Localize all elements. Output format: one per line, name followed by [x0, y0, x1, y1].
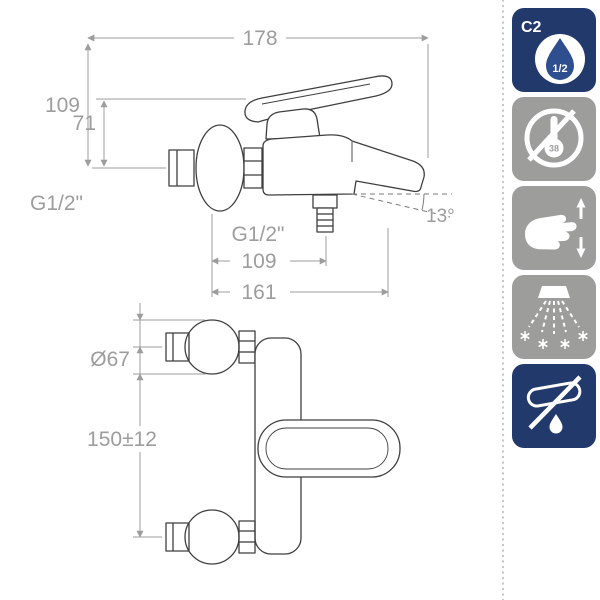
- c2-label: C2: [521, 19, 542, 36]
- hex-nut-bottom: [238, 520, 256, 554]
- dim-inlet-spacing: 150±12: [87, 428, 157, 451]
- dim-total-length: 178: [242, 27, 277, 50]
- spout-front: [257, 419, 401, 478]
- prohibition-slash-icon: [527, 109, 576, 162]
- label-outlet-thread: G1/2": [232, 223, 285, 246]
- limescale-snowflake-icons: [520, 331, 588, 349]
- feature-icon-c2-cartridge: C2 1/2: [512, 8, 596, 92]
- hex-nut-top: [238, 330, 256, 364]
- showerhead-icon: [538, 286, 570, 298]
- hand-icon: [525, 214, 577, 250]
- crossed-out-slash-icon: [528, 375, 582, 430]
- feature-icon-temperature-limiter: 38: [512, 97, 596, 181]
- side-view-parts: [168, 75, 425, 233]
- cartridge-dome: [265, 108, 321, 140]
- dim-flange-diameter: Ø67: [90, 348, 130, 371]
- dimension-lines: [84, 34, 429, 538]
- feature-icon-no-drip: [512, 364, 596, 448]
- outlet-collar: [312, 194, 338, 209]
- temp-38-label: 38: [549, 144, 559, 154]
- dim-spout-angle: 13°: [426, 206, 455, 227]
- faucet-body-spout: [262, 134, 425, 196]
- spout-front-inner: [265, 427, 389, 470]
- inlet-fitting-top: [165, 332, 190, 362]
- thermometer-bulb-icon: [544, 138, 564, 158]
- drip-drop-icon: [549, 414, 563, 434]
- wall-escutcheon: [195, 124, 245, 212]
- inlet-fitting: [168, 149, 195, 187]
- dim-spout-depth: 161: [241, 281, 276, 304]
- escutcheon-top: [184, 319, 240, 375]
- dim-outlet-depth: 109: [241, 250, 276, 273]
- water-drop-icon: [546, 38, 574, 80]
- feature-icon-spray-anticalc: [512, 275, 596, 359]
- up-down-arrows-icon: [576, 198, 586, 258]
- prohibition-ring-icon: [524, 108, 584, 168]
- lever-inner-line: [261, 83, 371, 105]
- dimension-labels: 178 109 71 G1/2" G1/2" 13° 109 161 Ø67 1…: [30, 27, 455, 451]
- dim-total-height: 109: [45, 94, 80, 117]
- inlet-fitting-bottom: [165, 522, 190, 552]
- feature-icon-flow-adjust: [512, 186, 596, 270]
- lever-handle: [244, 75, 393, 123]
- label-inlet-thread: G1/2": [30, 192, 83, 215]
- spray-lines-icon: [528, 300, 580, 334]
- dim-body-height: 71: [73, 112, 96, 135]
- front-view-parts: [165, 319, 401, 565]
- drop-half-label: 1/2: [552, 63, 567, 75]
- escutcheon-bottom: [184, 509, 240, 565]
- spout-angle-lines: [351, 193, 452, 218]
- hex-nut: [243, 147, 263, 189]
